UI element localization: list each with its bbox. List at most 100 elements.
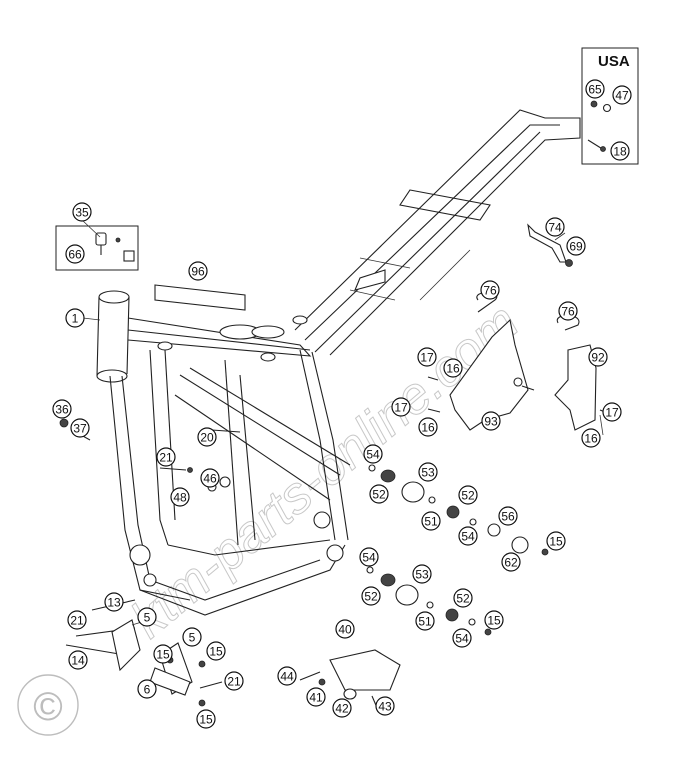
part-callout-46: 46 [200, 468, 220, 488]
part-callout-15: 15 [153, 644, 173, 664]
part-callout-36: 36 [52, 399, 72, 419]
part-callout-42: 42 [332, 698, 352, 718]
part-callout-52: 52 [458, 485, 478, 505]
part-callout-54: 54 [363, 444, 383, 464]
part-callout-label: 21 [227, 675, 241, 689]
part-callout-44: 44 [277, 666, 297, 686]
part-callout-76: 76 [480, 280, 500, 300]
part-callout-66: 66 [65, 244, 85, 264]
part-callout-52: 52 [361, 586, 381, 606]
part-callout-label: 46 [203, 472, 217, 486]
part-callout-52: 52 [369, 484, 389, 504]
part-callout-16: 16 [443, 358, 463, 378]
part-callout-76: 76 [558, 301, 578, 321]
part-callout-label: 54 [461, 530, 475, 544]
part-callout-label: 13 [107, 596, 121, 610]
part-callout-53: 53 [418, 462, 438, 482]
part-callout-17: 17 [417, 347, 437, 367]
copyright-symbol: © [33, 685, 62, 729]
part-callout-15: 15 [484, 610, 504, 630]
part-callout-label: 69 [569, 240, 583, 254]
part-callout-17: 17 [391, 397, 411, 417]
part-callout-74: 74 [545, 217, 565, 237]
part-callout-17: 17 [602, 402, 622, 422]
part-callout-69: 69 [566, 236, 586, 256]
footpeg-parts [299, 649, 401, 711]
part-callout-96: 96 [188, 261, 208, 281]
part-callout-label: 53 [415, 568, 429, 582]
part-callout-label: 52 [461, 489, 475, 503]
part-callout-label: 1 [72, 312, 79, 326]
part-callout-label: 40 [338, 623, 352, 637]
part-callout-label: 14 [71, 654, 85, 668]
part-callout-label: 21 [159, 451, 173, 465]
callout-layer: 6 5 47 18 35 66 74 69 96 76 76 1 92 17 16 17 16 93 17 16 363… [52, 79, 632, 729]
part-callout-40: 40 [335, 619, 355, 639]
part-callout-label: 37 [73, 422, 87, 436]
part-callout-label: 48 [173, 491, 187, 505]
part-callout-35: 35 [72, 202, 92, 222]
part-callout-5: 5 [137, 607, 157, 627]
part-callout-label: 42 [335, 702, 349, 716]
part-callout-label: 17 [394, 401, 408, 415]
part-callout-label: 17 [605, 406, 619, 420]
bearing-set-lower [366, 566, 492, 636]
part-callout-56: 56 [498, 506, 518, 526]
part-callout-label: 52 [456, 592, 470, 606]
part-callout-label: 15 [487, 614, 501, 628]
part-callout-47: 47 [612, 85, 632, 105]
copyright-mark: © [17, 674, 79, 736]
part-callout-label: 54 [362, 551, 376, 565]
part-callout-label: 76 [483, 284, 497, 298]
part-callout-label: 44 [280, 670, 294, 684]
part-callout-6: 6 [137, 679, 157, 699]
part-callout-41: 41 [306, 687, 326, 707]
part-callout-label: 16 [421, 421, 435, 435]
part-callout-53: 53 [412, 564, 432, 584]
part-callout-label: 54 [366, 448, 380, 462]
part-callout-1: 1 [65, 308, 85, 328]
part-callout-label: 47 [615, 89, 629, 103]
part-callout-label: 74 [548, 221, 562, 235]
part-callout-62: 62 [501, 552, 521, 572]
part-callout-label: 92 [591, 351, 605, 365]
part-callout-label: 6 [144, 683, 151, 697]
part-callout-93: 93 [481, 411, 501, 431]
part-callout-label: 17 [420, 351, 434, 365]
part-callout-54: 54 [359, 547, 379, 567]
part-callout-label: 43 [378, 700, 392, 714]
part-callout-92: 92 [588, 347, 608, 367]
part-callout-label: 15 [199, 713, 213, 727]
part-callout-label: 5 [189, 631, 196, 645]
usa-label: USA [598, 53, 630, 70]
part-callout-15: 15 [546, 531, 566, 551]
part-callout-label: 15 [156, 648, 170, 662]
part-callout-label: 15 [209, 645, 223, 659]
part-callout-label: 76 [561, 305, 575, 319]
part-callout-51: 51 [421, 511, 441, 531]
part-callout-label: 15 [549, 535, 563, 549]
part-callout-21: 21 [224, 671, 244, 691]
rear-bracket-part [527, 223, 573, 267]
part-callout-21: 21 [67, 610, 87, 630]
part-callout-54: 54 [452, 628, 472, 648]
part-callout-15: 15 [206, 641, 226, 661]
part-callout-37: 37 [70, 418, 90, 438]
part-callout-16: 16 [581, 428, 601, 448]
part-callout-51: 51 [415, 611, 435, 631]
part-callout-13: 13 [104, 592, 124, 612]
part-callout-21: 21 [156, 447, 176, 467]
part-callout-label: 53 [421, 466, 435, 480]
part-callout-label: 18 [613, 145, 627, 159]
part-callout-label: 52 [372, 488, 386, 502]
part-callout-label: 16 [446, 362, 460, 376]
part-callout-label: 54 [455, 632, 469, 646]
main-frame [96, 109, 581, 616]
part-callout-54: 54 [458, 526, 478, 546]
part-callout-15: 15 [196, 709, 216, 729]
part-callout-14: 14 [68, 650, 88, 670]
part-callout-label: 56 [501, 510, 515, 524]
part-callout-label: 5 [144, 611, 151, 625]
part-callout-label: 41 [309, 691, 323, 705]
